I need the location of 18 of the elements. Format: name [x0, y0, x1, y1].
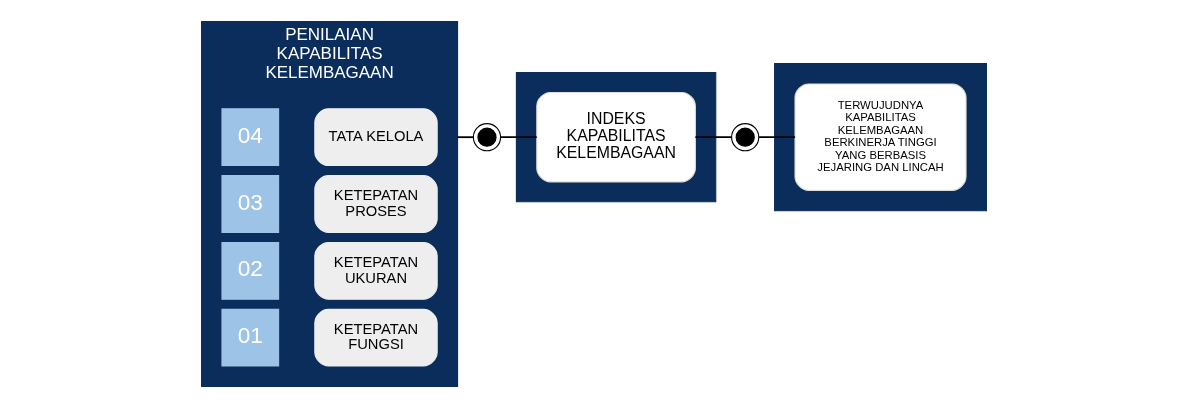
node-box: INDEKS KAPABILITAS KELEMBAGAAN — [536, 91, 696, 183]
node-circle — [472, 123, 502, 152]
cluster — [774, 63, 987, 212]
node-box: KETEPATAN FUNGSI — [314, 308, 438, 367]
node-box: KETEPATAN PROSES — [314, 175, 438, 233]
connector — [758, 136, 796, 139]
node-box: 03 — [221, 175, 280, 233]
node-box: 02 — [221, 241, 280, 300]
node-box: TATA KELOLA — [314, 108, 438, 167]
node-circle — [731, 123, 760, 152]
node-box: 04 — [221, 108, 280, 167]
node-box: TERWUJUDNYA KAPABILITAS KELEMBAGAAN BERKINERJA TINGGI YANG BERBASIS JEJARING DAN LINCAH — [794, 83, 967, 191]
connector — [694, 136, 733, 139]
cluster — [515, 72, 717, 203]
connector — [456, 136, 474, 139]
node-box: 01 — [221, 308, 280, 367]
node-box: KETEPATAN UKURAN — [314, 241, 438, 300]
connector — [499, 136, 538, 139]
